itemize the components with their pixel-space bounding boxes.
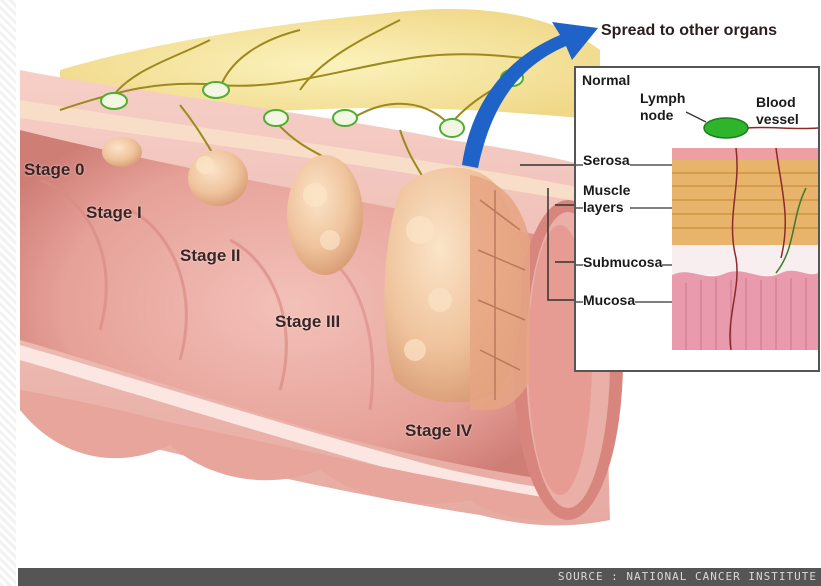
label-stage-4: Stage IV <box>405 421 472 441</box>
label-stage-0: Stage 0 <box>24 160 84 180</box>
inset-title: Normal <box>582 72 630 89</box>
label-submucosa: Submucosa <box>583 254 662 271</box>
label-spread-to-other-organs: Spread to other organs <box>601 22 777 40</box>
label-stage-2: Stage II <box>180 246 240 266</box>
label-muscle-layers: Muscle layers <box>583 182 630 216</box>
colon-body <box>20 70 623 525</box>
source-footer-bar: SOURCE : NATIONAL CANCER INSTITUTE <box>18 568 821 586</box>
label-stage-3: Stage III <box>275 312 340 332</box>
label-mucosa: Mucosa <box>583 292 635 309</box>
label-stage-1: Stage I <box>86 203 142 223</box>
label-blood-vessel: Blood vessel <box>756 94 799 128</box>
normal-layers-inset: Normal Lymph node Blood vessel <box>574 66 820 372</box>
label-lymph-node: Lymph node <box>640 90 685 124</box>
label-serosa: Serosa <box>583 152 630 169</box>
source-credit: SOURCE : NATIONAL CANCER INSTITUTE <box>558 570 817 583</box>
